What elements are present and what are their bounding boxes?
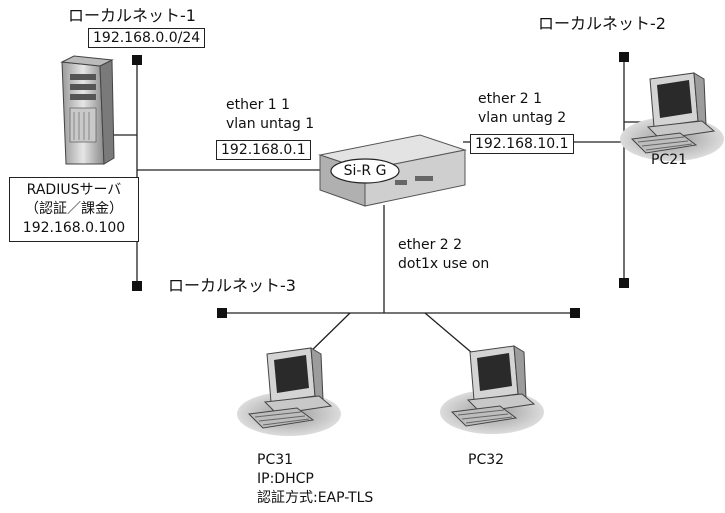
radius-server-name: RADIUSサーバ [26,182,122,198]
net2-name: ローカルネット-2 [538,14,666,33]
desktop-pc-icon [236,347,342,437]
radius-server-ip: 192.168.0.100 [22,220,126,236]
radius-server-role: （認証／課金） [25,201,123,217]
router-label: Si-R G [343,163,387,179]
network-terminator-icon [217,308,227,318]
network-terminator-icon [619,52,629,62]
port-left-ip: 192.168.0.1 [216,140,311,160]
tower-server-icon [60,55,115,165]
link-pc32 [424,312,479,359]
port-left-line1: ether 1 1 [226,97,291,113]
port-right-line2: vlan untag 2 [478,110,567,126]
network-terminator-icon [619,278,629,288]
port-right-line1: ether 2 1 [478,91,543,107]
pc31-ip: IP:DHCP [257,471,314,487]
network-terminator-icon [132,55,142,65]
pc31-auth: 認証方式:EAP-TLS [257,490,374,506]
network-terminator-icon [570,308,580,318]
port-down-line2: dot1x use on [398,256,490,272]
router-icon [318,134,467,207]
network-terminator-icon [132,281,142,291]
port-right-ip: 192.168.10.1 [470,134,574,154]
pc32-name: PC32 [468,452,505,468]
router-label-ellipse [330,158,400,184]
net3-name: ローカルネット-3 [168,276,296,295]
desktop-pc-icon [439,345,545,435]
radius-server-label: RADIUSサーバ （認証／課金） 192.168.0.100 [9,177,139,242]
network-lines [105,57,650,359]
net1-address: 192.168.0.0/24 [88,28,206,48]
desktop-pc-icon [619,72,725,162]
pc31-name: PC31 [257,452,294,468]
port-down-line1: ether 2 2 [398,237,463,253]
network-terminators [132,52,629,318]
net1-name: ローカルネット-1 [68,6,196,25]
pc21-name: PC21 [651,152,688,168]
port-left-line2: vlan untag 1 [226,116,315,132]
